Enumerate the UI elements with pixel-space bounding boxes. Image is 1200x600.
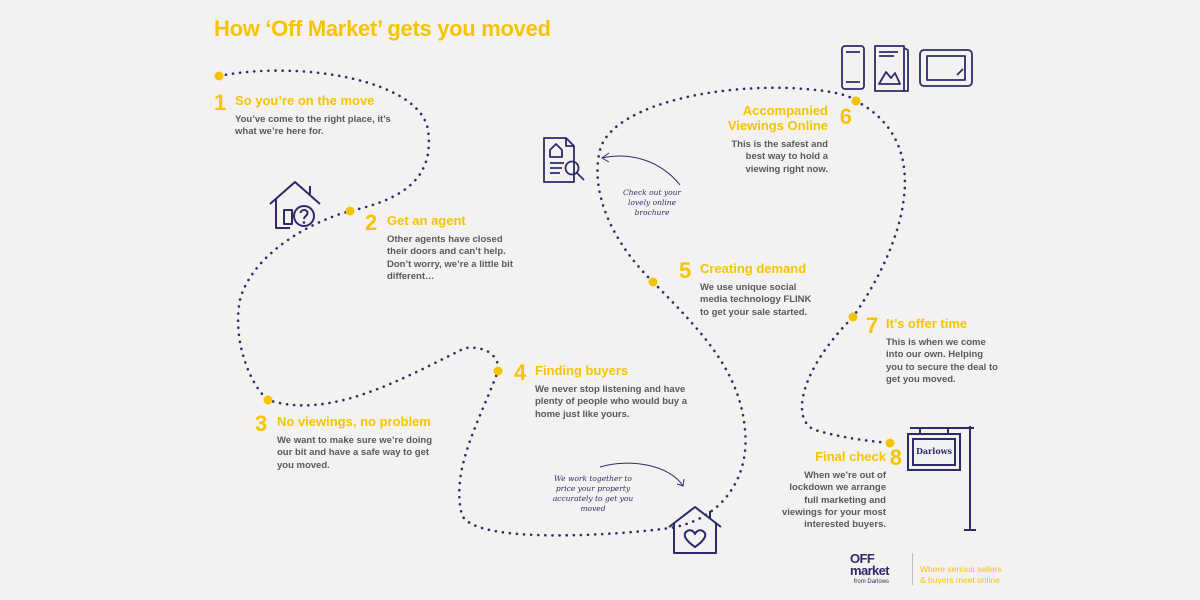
step-description: When we’re out of lockdown we arrange fu…	[782, 469, 886, 531]
step-heading: So you’re on the move	[235, 93, 375, 108]
step-3: 3 No viewings, no problem We want to mak…	[255, 413, 455, 472]
tagline-line-2: & buyers meet online	[920, 574, 1000, 585]
tagline: Where serious sellers & buyers meet onli…	[920, 564, 1002, 585]
step-7: 7 It’s offer time This is when we come i…	[866, 315, 1016, 386]
footer-divider	[912, 553, 913, 585]
step-description: You’ve come to the right place, it’s wha…	[235, 113, 391, 138]
step-description: We use unique social media technology FL…	[700, 281, 812, 318]
page-title: How ‘Off Market’ gets you moved	[214, 16, 551, 41]
brochure-note: Check out your lovely online brochure	[622, 188, 682, 218]
sign-post	[907, 426, 976, 531]
tagline-line-1: Where serious sellers	[920, 564, 1002, 574]
step-1: 1 So you’re on the move You’ve come to t…	[214, 92, 404, 139]
step-number: 5	[679, 258, 692, 283]
step-description: We want to make sure we’re doing our bit…	[277, 434, 433, 471]
step-5-marker	[648, 277, 658, 287]
brochure-arrow-head	[601, 152, 610, 163]
step-number: 4	[514, 360, 527, 385]
step-4-marker	[493, 366, 503, 376]
step-number: 6	[839, 104, 852, 129]
step-6: 6 Accompanied Viewings Online This is th…	[700, 103, 852, 176]
sign-label: Darlows	[915, 446, 953, 456]
step-5: 5 Creating demand We use unique social m…	[679, 260, 829, 319]
logo-line-2: market	[850, 563, 890, 579]
step-number: 7	[866, 313, 879, 338]
together-arrow	[599, 462, 684, 487]
step-description: We never stop listening and have plenty …	[535, 383, 687, 420]
step-heading: It’s offer time	[886, 316, 968, 331]
brochure-search-icon	[543, 137, 585, 183]
step-7-marker	[848, 312, 858, 322]
off-market-logo: OFF market from Darlows	[850, 551, 890, 585]
brochure-arrow	[601, 155, 681, 186]
step-number: 3	[255, 411, 268, 436]
step-2-marker	[345, 206, 355, 216]
together-note: We work together to price your property …	[552, 474, 634, 514]
step-heading: No viewings, no problem	[277, 414, 431, 429]
step-1-marker	[214, 71, 224, 81]
step-3-marker	[263, 395, 273, 405]
step-description: This is when we come into our own. Helpi…	[886, 336, 998, 385]
step-8: 8 Final check When we’re out of lockdown…	[770, 445, 902, 532]
step-number: 1	[214, 90, 227, 115]
step-6-marker	[851, 96, 861, 106]
step-4: 4 Finding buyers We never stop listening…	[514, 362, 694, 421]
logo-line-1: OFF	[850, 551, 875, 566]
house-question-icon	[269, 181, 321, 229]
step-number: 2	[365, 210, 378, 235]
logo-from: from Darlows	[853, 578, 890, 585]
step-8-marker	[885, 438, 895, 448]
step-2: 2 Get an agent Other agents have closed …	[365, 212, 535, 283]
for-sale-sign-icon: Darlows	[900, 422, 980, 534]
step-description: This is the safest and best way to hold …	[731, 138, 828, 175]
step-number: 8	[889, 445, 902, 470]
step-heading: Final check	[815, 449, 886, 464]
step-heading: Accompanied Viewings Online	[727, 103, 828, 133]
step-heading: Get an agent	[387, 213, 466, 228]
step-description: Other agents have closed their doors and…	[387, 233, 513, 282]
step-heading: Creating demand	[700, 261, 807, 276]
step-heading: Finding buyers	[535, 363, 629, 378]
house-heart-icon	[668, 506, 722, 554]
devices-icon	[841, 45, 973, 92]
together-arrow-head	[676, 478, 685, 487]
